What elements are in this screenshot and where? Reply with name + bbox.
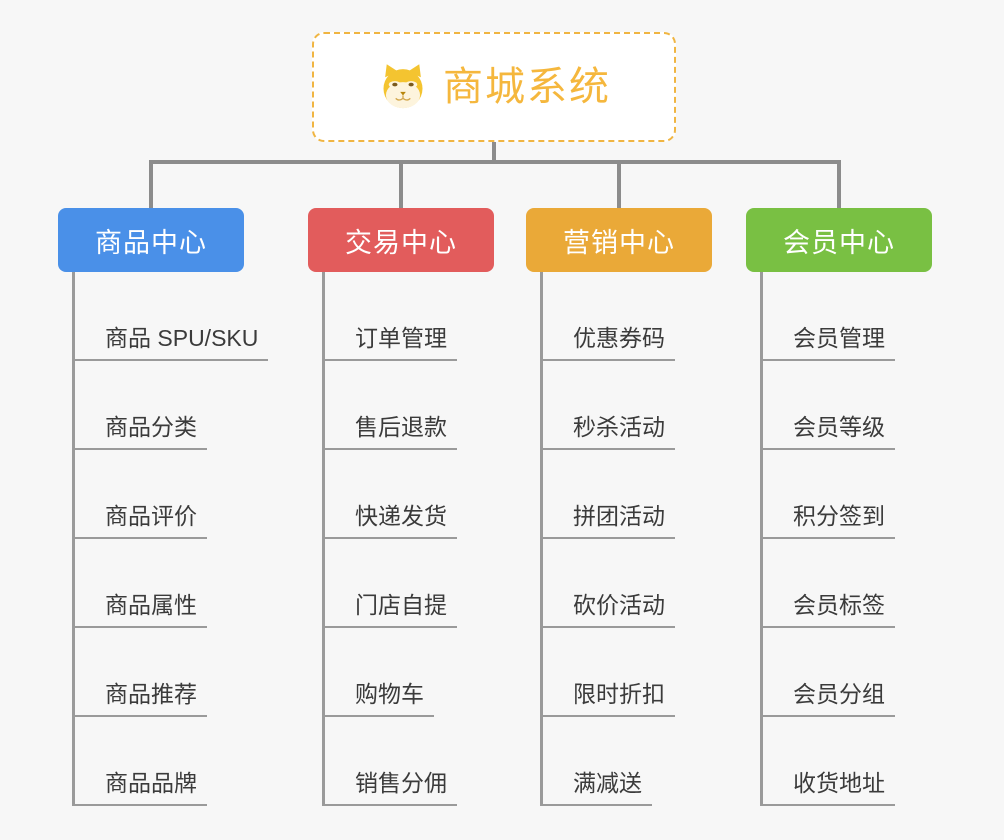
list-item-label: 优惠券码 (543, 325, 675, 361)
branch-product-center: 商品中心 商品 SPU/SKU 商品分类 商品评价 商品属性 商品推荐 商品品牌 (58, 208, 269, 806)
list-item[interactable]: 优惠券码 (543, 272, 712, 361)
list-item-label: 砍价活动 (543, 592, 675, 628)
list-item[interactable]: 会员标签 (763, 539, 932, 628)
list-item-label: 商品属性 (75, 592, 207, 628)
list-item-label: 商品 SPU/SKU (75, 325, 269, 361)
list-item[interactable]: 商品分类 (75, 361, 268, 450)
list-item[interactable]: 快递发货 (325, 450, 494, 539)
list-item-label: 商品分类 (75, 414, 207, 450)
connector-drop-member-center (837, 160, 841, 208)
list-item-label: 商品品牌 (75, 770, 207, 806)
list-item-label: 秒杀活动 (543, 414, 675, 450)
connector-drop-product-center (149, 160, 153, 208)
branch-header-label: 会员中心 (783, 227, 895, 258)
list-item-label: 拼团活动 (543, 503, 675, 539)
branch-items-marketing-center: 优惠券码 秒杀活动 拼团活动 砍价活动 限时折扣 满减送 (540, 272, 712, 806)
list-item-label: 收货地址 (763, 770, 895, 806)
branch-member-center: 会员中心 会员管理 会员等级 积分签到 会员标签 会员分组 收货地址 (746, 208, 932, 806)
list-item[interactable]: 商品品牌 (75, 717, 268, 806)
list-item[interactable]: 门店自提 (325, 539, 494, 628)
list-item-label: 购物车 (325, 681, 434, 717)
list-item[interactable]: 商品属性 (75, 539, 268, 628)
branch-header-trade-center[interactable]: 交易中心 (308, 208, 494, 272)
branch-trade-center: 交易中心 订单管理 售后退款 快递发货 门店自提 购物车 销售分佣 (308, 208, 494, 806)
list-item-label: 订单管理 (325, 325, 457, 361)
list-item[interactable]: 限时折扣 (543, 628, 712, 717)
root-node[interactable]: 商城系统 (312, 32, 676, 142)
branch-items-product-center: 商品 SPU/SKU 商品分类 商品评价 商品属性 商品推荐 商品品牌 (72, 272, 269, 806)
list-item[interactable]: 会员分组 (763, 628, 932, 717)
list-item[interactable]: 商品 SPU/SKU (75, 272, 269, 361)
connector-horizontal-bus (149, 160, 841, 164)
list-item-label: 快递发货 (325, 503, 457, 539)
list-item-label: 积分签到 (763, 503, 895, 539)
list-item[interactable]: 购物车 (325, 628, 494, 717)
list-item-label: 售后退款 (325, 414, 457, 450)
list-item[interactable]: 砍价活动 (543, 539, 712, 628)
list-item-label: 会员管理 (763, 325, 895, 361)
branch-header-member-center[interactable]: 会员中心 (746, 208, 932, 272)
branch-header-product-center[interactable]: 商品中心 (58, 208, 244, 272)
list-item-label: 销售分佣 (325, 770, 457, 806)
list-item-label: 商品推荐 (75, 681, 207, 717)
list-item-label: 会员等级 (763, 414, 895, 450)
branch-header-marketing-center[interactable]: 营销中心 (526, 208, 712, 272)
list-item[interactable]: 会员管理 (763, 272, 932, 361)
list-item[interactable]: 销售分佣 (325, 717, 494, 806)
list-item[interactable]: 满减送 (543, 717, 712, 806)
branch-marketing-center: 营销中心 优惠券码 秒杀活动 拼团活动 砍价活动 限时折扣 满减送 (526, 208, 712, 806)
list-item[interactable]: 秒杀活动 (543, 361, 712, 450)
list-item-label: 门店自提 (325, 592, 457, 628)
list-item-label: 限时折扣 (543, 681, 675, 717)
list-item-label: 会员标签 (763, 592, 895, 628)
branch-items-member-center: 会员管理 会员等级 积分签到 会员标签 会员分组 收货地址 (760, 272, 932, 806)
list-item-label: 满减送 (543, 770, 652, 806)
list-item[interactable]: 售后退款 (325, 361, 494, 450)
list-item[interactable]: 积分签到 (763, 450, 932, 539)
list-item[interactable]: 订单管理 (325, 272, 494, 361)
branch-header-label: 商品中心 (95, 227, 207, 258)
list-item[interactable]: 商品评价 (75, 450, 268, 539)
branch-header-label: 交易中心 (345, 227, 457, 258)
list-item[interactable]: 拼团活动 (543, 450, 712, 539)
list-item[interactable]: 会员等级 (763, 361, 932, 450)
connector-root-stem (492, 142, 496, 162)
connector-drop-trade-center (399, 160, 403, 208)
list-item-label: 会员分组 (763, 681, 895, 717)
branch-header-label: 营销中心 (563, 227, 675, 258)
root-title: 商城系统 (443, 65, 611, 109)
shiba-dog-face-icon (377, 61, 429, 113)
list-item-label: 商品评价 (75, 503, 207, 539)
list-item[interactable]: 收货地址 (763, 717, 932, 806)
connector-drop-marketing-center (617, 160, 621, 208)
branch-items-trade-center: 订单管理 售后退款 快递发货 门店自提 购物车 销售分佣 (322, 272, 494, 806)
list-item[interactable]: 商品推荐 (75, 628, 268, 717)
